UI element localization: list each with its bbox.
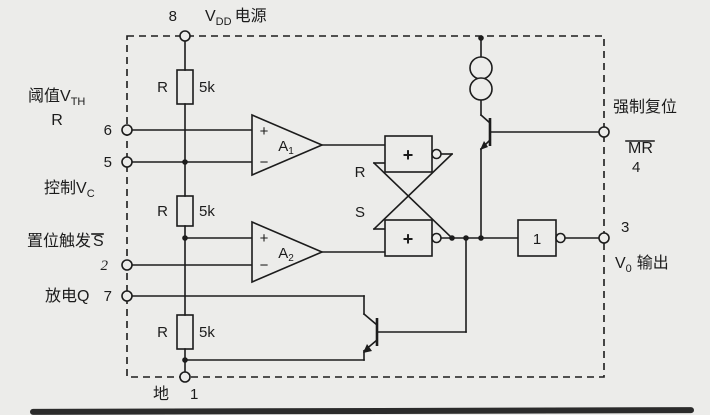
- output-buffer-body: [517, 219, 557, 257]
- gate-s-or-symbol: +: [403, 229, 414, 249]
- control-label: 控制VC: [44, 179, 95, 200]
- reset-transistor-emitter-arrow: [480, 141, 488, 150]
- pin-2-terminal: [121, 259, 133, 271]
- wire-cross-r-to-s: [372, 152, 454, 231]
- pin-4-number: 4: [632, 159, 640, 176]
- pin-4-terminal: [598, 126, 610, 138]
- control-sub: C: [87, 188, 95, 200]
- a1-plus-sign: +: [260, 123, 269, 140]
- junction-dot-discharge-branch: [463, 235, 469, 241]
- a1-label: A1: [278, 138, 294, 157]
- resistor-r1-body: [176, 69, 194, 105]
- junction-dot-ground: [182, 357, 188, 363]
- pin-1-number: 1: [190, 386, 198, 403]
- threshold-base: 阈值V: [28, 87, 71, 105]
- resistor-r3-value: 5k: [199, 324, 215, 341]
- reset-transistor-collector: [479, 113, 492, 125]
- a2-sub: 2: [288, 253, 294, 264]
- a1-base: A: [278, 138, 288, 155]
- wire-cross-s-to-r: [372, 161, 454, 240]
- output-base: V: [615, 255, 626, 272]
- ground-label: 地: [153, 385, 169, 403]
- wires: [131, 37, 600, 373]
- flipflop-r-input-label: R: [355, 164, 366, 181]
- threshold-label: 阈值VTH: [28, 87, 85, 108]
- discharge-label: 放电Q: [45, 287, 89, 305]
- set-trigger-label: 置位触发: [27, 232, 91, 250]
- discharge-transistor-collector: [362, 312, 379, 327]
- pin-5-terminal: [121, 156, 133, 168]
- vdd-base: V: [205, 8, 216, 25]
- current-source-icon: [469, 56, 493, 101]
- flipflop-gate-r-body: [384, 135, 433, 173]
- threshold-label-line2: R: [51, 112, 63, 129]
- inversion-bubble-gate-r: [431, 148, 442, 160]
- comparator-a1-body: [251, 113, 325, 177]
- current-source-circle-bottom: [469, 77, 493, 101]
- resistor-r2-value: 5k: [199, 203, 215, 220]
- pin-5-number: 5: [104, 154, 112, 171]
- gate-r-or-symbol: +: [403, 145, 414, 165]
- resistor-r3: [176, 314, 194, 350]
- resistor-r3-body: [176, 314, 194, 350]
- discharge-transistor-emitter-arrow: [363, 344, 372, 353]
- junction-dot-cross-branch: [449, 235, 455, 241]
- resistor-r1-name: R: [157, 79, 168, 96]
- resistor-r2: [176, 195, 194, 227]
- pin-6-terminal: [121, 124, 133, 136]
- output-sub: 0: [626, 263, 632, 275]
- force-reset-label: 强制复位: [613, 98, 677, 116]
- pin-8-number: 8: [169, 8, 177, 25]
- resistor-r1-value: 5k: [199, 79, 215, 96]
- junction-dot-divider-low: [182, 235, 188, 241]
- inversion-bubble-gate-s: [431, 232, 442, 244]
- discharge-transistor: [362, 295, 379, 361]
- set-trigger-signal: S: [93, 233, 104, 250]
- pin-7-terminal: [121, 290, 133, 302]
- resistor-r1: [176, 69, 194, 105]
- a1-sub: 1: [288, 146, 294, 157]
- a2-minus-sign: −: [260, 257, 269, 274]
- reset-transistor: [479, 113, 492, 151]
- vdd-suffix: 电源: [235, 7, 267, 25]
- control-base: 控制V: [44, 179, 87, 197]
- junction-dot-reset-branch: [478, 235, 484, 241]
- threshold-sub: TH: [71, 96, 86, 108]
- pin-6-number: 6: [104, 122, 112, 139]
- junction-dot-vdd-rail: [478, 35, 484, 41]
- pin-1-terminal: [179, 371, 191, 383]
- output-label: V0 输出: [615, 254, 669, 275]
- output-buffer-symbol: 1: [533, 231, 541, 248]
- ic-boundary: [126, 35, 605, 378]
- flipflop-gate-s-body: [384, 219, 433, 257]
- mr-signal-label: MR: [628, 140, 653, 157]
- junction-dot-control: [182, 159, 188, 165]
- pin-3-number: 3: [621, 219, 629, 236]
- pin-3-terminal: [598, 232, 610, 244]
- a2-base: A: [278, 245, 288, 262]
- resistor-r2-body: [176, 195, 194, 227]
- resistor-r2-name: R: [157, 203, 168, 220]
- a2-label: A2: [278, 245, 294, 264]
- flipflop-s-input-label: S: [355, 204, 365, 221]
- pin-8-terminal: [179, 30, 191, 42]
- comparator-a2-body: [251, 220, 325, 284]
- a1-minus-sign: −: [260, 154, 269, 171]
- inversion-bubble-output: [555, 232, 566, 244]
- a2-plus-sign: +: [260, 230, 269, 247]
- pin-2-number: 2: [101, 258, 109, 274]
- output-suffix: 输出: [637, 254, 669, 272]
- current-source-circle-top: [469, 56, 493, 80]
- pin-7-number: 7: [104, 288, 112, 305]
- resistor-r3-name: R: [157, 324, 168, 341]
- vdd-sub: DD: [216, 16, 232, 28]
